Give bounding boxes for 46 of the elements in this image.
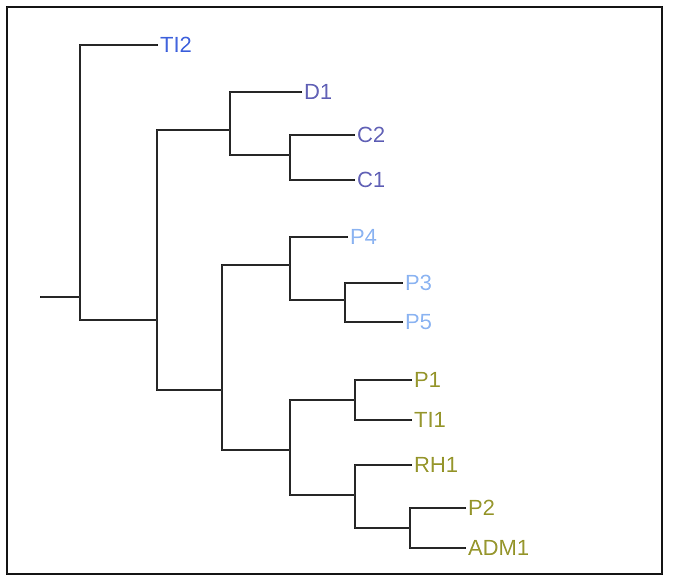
- tree-branch: [231, 91, 302, 93]
- tree-branch: [356, 379, 412, 381]
- leaf-label: D1: [302, 79, 334, 105]
- leaf-label: RH1: [412, 452, 460, 478]
- leaf-label: P2: [466, 495, 497, 521]
- clade-line: [229, 91, 231, 156]
- tree-branch: [291, 399, 354, 401]
- clade-line: [344, 282, 346, 323]
- tree-branch: [231, 154, 289, 156]
- leaf-label: P3: [403, 270, 434, 296]
- tree-branch: [81, 319, 156, 321]
- tree-branch: [158, 129, 229, 131]
- tree-branch: [411, 547, 466, 549]
- tree-branch: [223, 264, 289, 266]
- clade-line: [354, 379, 356, 421]
- leaf-label: P1: [412, 367, 443, 393]
- leaf-label: C2: [355, 122, 388, 148]
- tree-branch: [81, 44, 158, 46]
- clade-line: [289, 236, 291, 301]
- tree-branch: [346, 321, 403, 323]
- tree-branch: [356, 527, 409, 529]
- tree-branch: [356, 464, 412, 466]
- leaf-label: C1: [355, 167, 388, 193]
- tree-branch: [223, 449, 289, 451]
- clade-line: [156, 129, 158, 391]
- clade-line: [289, 399, 291, 496]
- clade-line: [289, 134, 291, 181]
- tree-branch: [291, 236, 348, 238]
- clade-line: [354, 464, 356, 529]
- leaf-label: TI2: [158, 32, 194, 58]
- clade-line: [409, 507, 411, 549]
- tree-branch: [158, 389, 221, 391]
- tree-branch: [291, 299, 344, 301]
- tree-branch: [40, 296, 80, 298]
- tree-branch: [356, 419, 412, 421]
- clade-line: [79, 44, 81, 321]
- leaf-label: P4: [348, 224, 379, 250]
- tree-branch: [346, 282, 403, 284]
- leaf-label: P5: [403, 309, 434, 335]
- tree-branch: [291, 494, 354, 496]
- tree-branch: [291, 134, 355, 136]
- leaf-label: TI1: [412, 407, 448, 433]
- tree-branch: [411, 507, 466, 509]
- clade-line: [221, 264, 223, 451]
- leaf-label: ADM1: [466, 535, 532, 561]
- tree-branch: [291, 179, 355, 181]
